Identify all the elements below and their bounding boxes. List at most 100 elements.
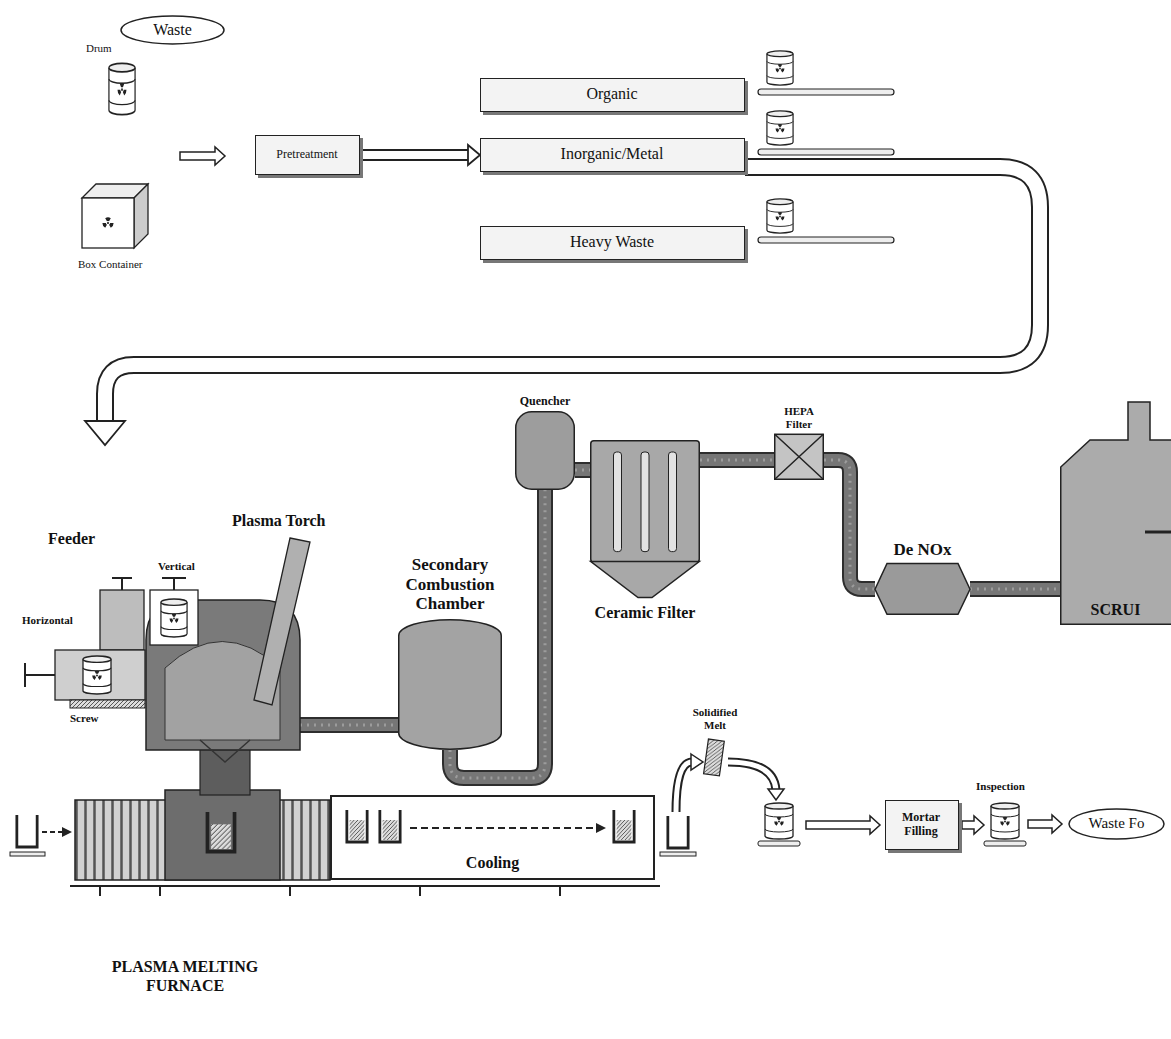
node-label: Organic — [586, 85, 637, 103]
furnace-illustration — [200, 745, 250, 795]
pipe-core — [575, 464, 590, 476]
node-label: Cooling — [466, 854, 519, 872]
furnace-illustration — [25, 538, 330, 880]
cooling-line — [347, 810, 367, 842]
drum-conveyor — [767, 111, 793, 145]
furnace-illustration — [254, 538, 310, 705]
cooling-line — [410, 827, 596, 829]
crucible-exit — [660, 852, 696, 856]
filter-housing — [591, 441, 700, 563]
box-container — [102, 221, 108, 228]
curved-arrow — [691, 754, 703, 770]
curved-arrow — [676, 754, 703, 812]
box-container — [102, 217, 115, 228]
node-label: HEPA Filter — [776, 405, 822, 430]
process-box: Mortar Filling — [885, 800, 959, 850]
pipe-texture — [575, 469, 590, 472]
box-container — [134, 184, 148, 248]
pipe-texture — [300, 724, 398, 727]
gas-pipe — [824, 460, 875, 589]
ellipse-outline — [1069, 809, 1164, 839]
terminal-ellipse: Waste Fo — [1068, 808, 1165, 840]
crucible-exit — [660, 816, 696, 856]
solidified-melt — [704, 739, 725, 776]
drum-conveyor — [758, 149, 894, 155]
furnace-illustration — [83, 656, 111, 694]
pipe-texture — [700, 459, 774, 462]
crucible-entry — [10, 815, 72, 856]
gas-pipe — [575, 470, 590, 471]
hollow-arrow — [180, 147, 225, 165]
furnace-base — [100, 886, 560, 896]
pipe-wall — [300, 717, 398, 733]
part-label: Box Container — [78, 258, 142, 271]
curved-arrow — [728, 762, 784, 800]
box-container — [108, 221, 114, 228]
node-label: Quencher — [520, 395, 571, 409]
ceramic-filter: Ceramic Filter — [590, 440, 700, 622]
cooling-line — [347, 810, 634, 842]
crucible-entry — [10, 852, 45, 856]
drum-conveyor — [758, 51, 894, 95]
part-label: Drum — [86, 42, 112, 55]
box-container — [82, 198, 134, 248]
inspected-drum — [984, 841, 1026, 846]
node-label: PLASMA MELTING FURNACE — [100, 958, 270, 995]
furnace-illustration — [200, 740, 250, 762]
box-container — [105, 217, 111, 221]
waste-drum — [109, 63, 135, 114]
arrow-fill — [360, 151, 470, 159]
arrow-outline — [360, 149, 470, 161]
pipe-core — [700, 454, 774, 466]
part-label: Solidified Melt — [684, 706, 746, 731]
cooling-line — [614, 810, 634, 842]
node-label: SCRUI — [1091, 601, 1141, 619]
hollow-arrow — [1028, 815, 1062, 833]
flow-arrow — [360, 145, 480, 165]
drum-conveyor — [767, 199, 793, 233]
pipe-core — [824, 460, 875, 589]
drum-conveyor — [758, 199, 894, 243]
inspected-drum — [991, 803, 1019, 839]
tower-slot — [1145, 531, 1171, 534]
furnace-base — [70, 886, 660, 896]
scrubber-tower: SCRUI — [1060, 392, 1171, 625]
hepa-filter: HEPA Filter — [774, 405, 824, 480]
curved-arrow — [768, 789, 784, 800]
combustion-chamber: Secondary Combustion Chamber — [398, 555, 502, 750]
furnace-illustration — [207, 812, 234, 852]
category-box: Heavy Waste — [480, 226, 745, 260]
quencher-vessel: Quencher — [515, 395, 575, 490]
drum-conveyor — [758, 89, 894, 95]
furnace-illustration — [162, 578, 186, 590]
crucible-exit — [668, 816, 688, 848]
part-label: Feeder — [48, 530, 95, 548]
terminal-ellipse: Waste — [120, 15, 225, 45]
crucible-entry — [42, 831, 62, 833]
waste-drum — [758, 803, 800, 846]
pipe-texture — [970, 588, 1060, 591]
node-label: Pretreatment — [276, 148, 337, 162]
part-label: Plasma Torch — [232, 512, 326, 530]
vessel-body — [516, 412, 575, 489]
furnace-base — [70, 885, 660, 887]
box-container — [82, 184, 148, 248]
furnace-illustration — [161, 599, 187, 637]
cooling-box: Cooling — [330, 795, 655, 880]
arrow-outline — [105, 167, 1040, 423]
furnace-illustration — [70, 700, 145, 708]
furnace-illustration — [25, 663, 55, 687]
furnace-illustration — [165, 790, 280, 880]
node-label: Heavy Waste — [570, 233, 654, 251]
reactor-body — [875, 564, 970, 615]
pipe-wall — [970, 581, 1060, 597]
node-label: Inorganic/Metal — [561, 145, 664, 163]
box-container — [107, 222, 109, 224]
curved-arrow — [728, 762, 776, 790]
drum-conveyor — [758, 111, 894, 155]
pipe-wall — [700, 452, 774, 468]
filter-hopper — [591, 562, 700, 598]
node-label: Mortar Filling — [891, 811, 951, 839]
node-label: Ceramic Filter — [595, 604, 696, 622]
